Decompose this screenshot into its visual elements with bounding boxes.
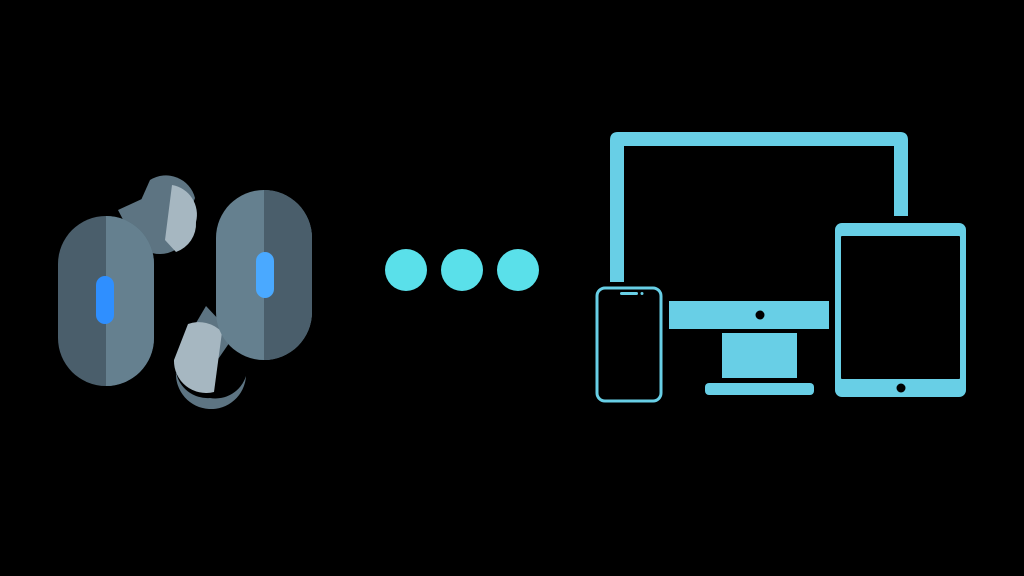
connector-dot — [441, 249, 483, 291]
earbud-right-indicator — [256, 252, 274, 298]
earbud-left-tip-light — [165, 185, 197, 252]
desktop-base — [705, 383, 814, 395]
earbud-right-tip-light — [173, 322, 222, 394]
smartphone-camera — [640, 292, 644, 295]
earbud-left-body-light — [106, 216, 154, 386]
desktop-icon — [669, 301, 829, 395]
connector-dot — [497, 249, 539, 291]
earbud-right-tip-dark — [175, 372, 246, 410]
connector-dot — [385, 249, 427, 291]
tablet-icon — [835, 223, 966, 397]
desktop-screen — [669, 301, 829, 329]
wireless-earbuds-icon — [58, 175, 312, 410]
desktop-stand — [722, 333, 797, 378]
tablet-home-button — [896, 383, 906, 393]
smartphone-body — [595, 286, 663, 403]
earbud-right — [173, 190, 312, 410]
earbud-left-indicator — [96, 276, 114, 324]
earbud-left — [58, 175, 197, 386]
smartphone-icon — [595, 286, 663, 403]
desktop-camera-dot — [755, 310, 765, 320]
dots-connection-icon — [385, 249, 539, 291]
earbud-right-body-dark — [264, 190, 312, 360]
devices-icon — [595, 132, 966, 403]
tablet-screen — [841, 236, 960, 379]
smartphone-speaker — [620, 292, 638, 295]
